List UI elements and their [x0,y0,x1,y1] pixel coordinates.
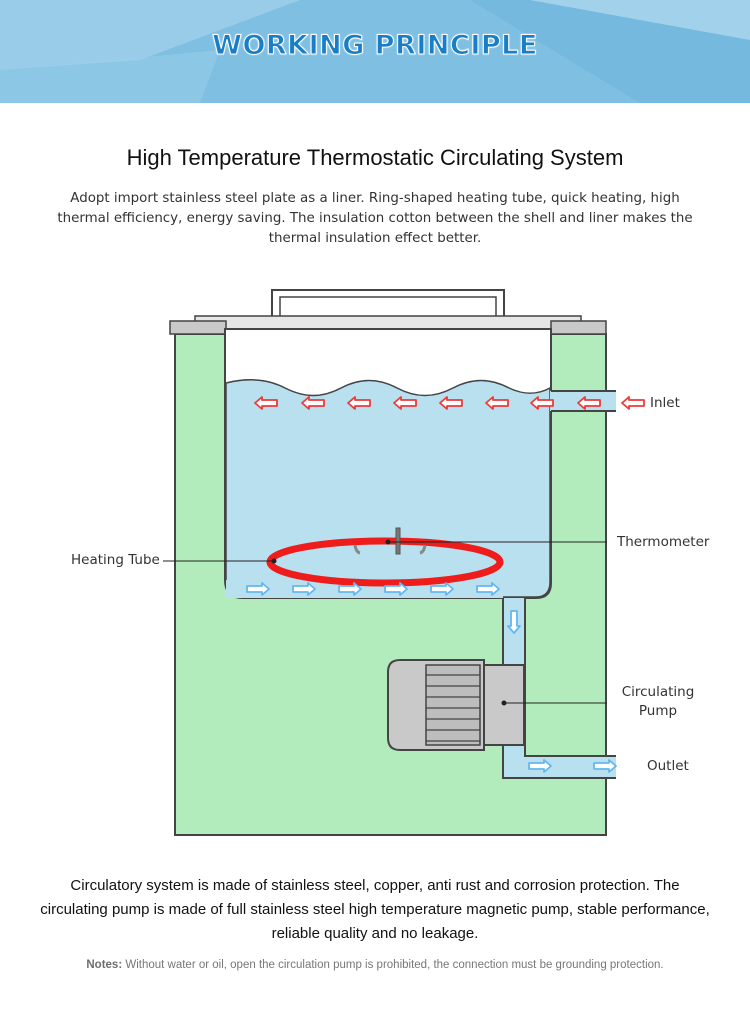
label-outlet: Outlet [647,758,689,774]
label-circulating-pump: Circulating Pump [612,683,704,721]
label-inlet: Inlet [650,395,680,411]
leader-lines [163,539,607,706]
banner-background [0,0,750,103]
notes-label: Notes: [86,959,123,971]
footer-paragraph: Circulatory system is made of stainless … [40,877,710,942]
label-pump-line1: Circulating [621,684,695,700]
header-banner: WORKING PRINCIPLE [0,0,750,103]
shell-top-left [169,320,227,335]
shell-top-right [550,320,607,335]
label-pump-line2: Pump [638,703,678,719]
circulating-system-diagram [163,289,645,836]
notes-line: Notes: Without water or oil, open the ci… [0,959,750,971]
notes-text: Without water or oil, open the circulati… [122,959,664,971]
intro-paragraph: Adopt import stainless steel plate as a … [57,191,693,246]
water-in-tank [225,378,551,598]
tank-lid [194,289,582,330]
label-thermometer: Thermometer [617,534,710,550]
thermometer-probe [395,527,401,555]
banner-title: WORKING PRINCIPLE [212,30,538,62]
heating-tube [266,537,504,587]
label-heating-tube: Heating Tube [71,552,160,568]
page-title: High Temperature Thermostatic Circulatin… [126,145,624,170]
